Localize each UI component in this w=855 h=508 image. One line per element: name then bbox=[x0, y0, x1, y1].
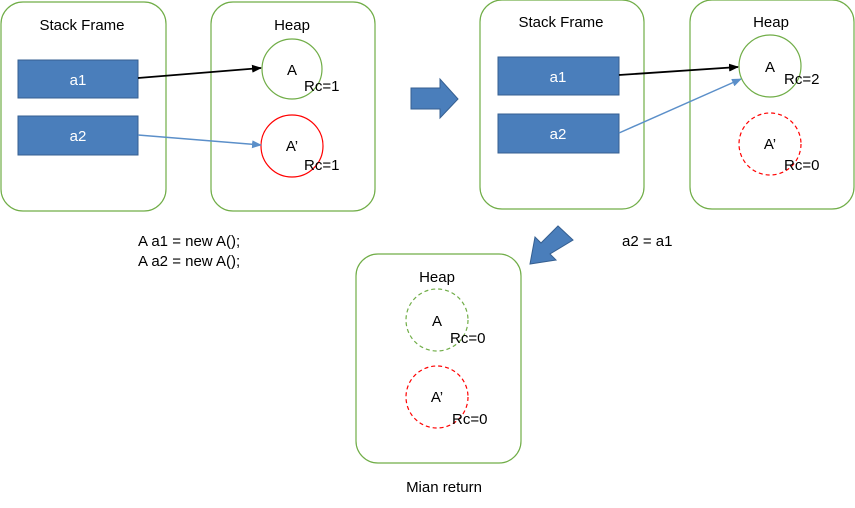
step2-var-a1-label: a1 bbox=[550, 69, 567, 86]
step1-code-line-2: A a2 = new A(); bbox=[138, 253, 240, 270]
step2-code-line: a2 = a1 bbox=[622, 233, 672, 250]
step3-object-a bbox=[405, 288, 469, 352]
step2-object-a-prime-label: A’ bbox=[764, 136, 776, 153]
step1-reference-a2-to-a-prime bbox=[137, 134, 262, 149]
step2-object-a bbox=[738, 34, 802, 98]
step1-var-a1-box bbox=[17, 59, 139, 99]
step1-var-a2-label: a2 bbox=[70, 128, 87, 145]
step2-reference-a2-to-a bbox=[618, 78, 742, 134]
step2-group: Stack Frame a1 a2 Heap A Rc=2 A’ Rc=0 a2… bbox=[479, 0, 855, 250]
step3-object-a-prime-label: A’ bbox=[431, 389, 443, 406]
step1-group: Stack Frame a1 a2 Heap A Rc=1 A’ Rc=1 A … bbox=[0, 1, 376, 270]
step2-heap-panel bbox=[689, 0, 855, 210]
step1-stack-frame-title: Stack Frame bbox=[39, 17, 124, 34]
step2-heap-title: Heap bbox=[753, 14, 789, 31]
step1-var-a2-box bbox=[17, 115, 139, 156]
step2-var-a2-box bbox=[497, 113, 620, 154]
step2-object-a-prime bbox=[738, 112, 802, 176]
step2-stack-frame-title: Stack Frame bbox=[518, 14, 603, 31]
step2-stack-frame-panel bbox=[479, 0, 645, 210]
step1-var-a1-label: a1 bbox=[70, 72, 87, 89]
step3-object-a-prime-refcount: Rc=0 bbox=[452, 411, 487, 428]
step1-reference-a1-to-a bbox=[137, 64, 262, 79]
step3-object-a-prime bbox=[405, 365, 469, 429]
step1-code-line-1: A a1 = new A(); bbox=[138, 233, 240, 250]
step2-var-a2-label: a2 bbox=[550, 126, 567, 143]
step3-object-a-refcount: Rc=0 bbox=[450, 330, 485, 347]
step1-stack-frame-panel bbox=[0, 1, 167, 212]
step2-object-a-refcount: Rc=2 bbox=[784, 71, 819, 88]
step3-object-a-label: A bbox=[432, 313, 442, 330]
step3-group: Heap A Rc=0 A’ Rc=0 Mian return bbox=[355, 253, 522, 496]
step1-to-step2-arrow bbox=[410, 77, 459, 120]
step2-object-a-prime-refcount: Rc=0 bbox=[784, 157, 819, 174]
step1-object-a-prime-refcount: Rc=1 bbox=[304, 157, 339, 174]
step3-heap-title: Heap bbox=[419, 269, 455, 286]
step1-heap-title: Heap bbox=[274, 17, 310, 34]
step1-heap-panel bbox=[210, 1, 376, 212]
step2-to-step3-arrow bbox=[529, 225, 574, 265]
step2-var-a1-box bbox=[497, 56, 620, 96]
step1-object-a-prime-label: A’ bbox=[286, 138, 298, 155]
step1-object-a-refcount: Rc=1 bbox=[304, 78, 339, 95]
step2-reference-a1-to-a bbox=[618, 63, 739, 76]
step2-object-a-label: A bbox=[765, 59, 775, 76]
step1-object-a-label: A bbox=[287, 62, 297, 79]
step3-caption: Mian return bbox=[406, 479, 482, 496]
step1-object-a bbox=[261, 38, 323, 100]
step3-heap-panel bbox=[355, 253, 522, 464]
